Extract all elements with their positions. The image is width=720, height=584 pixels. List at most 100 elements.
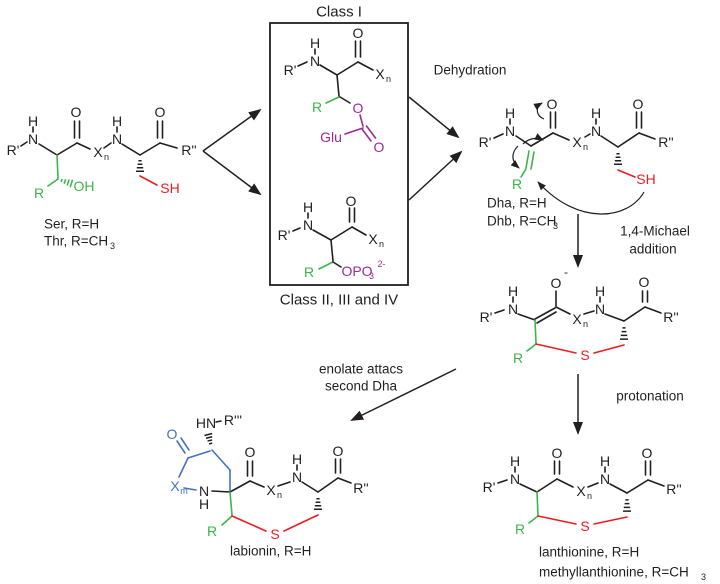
atom-label: R' [479, 134, 492, 150]
atom-label: 3 [369, 271, 374, 281]
bond [623, 306, 646, 322]
bond [497, 479, 508, 484]
dehydration-label: Dehydration [434, 63, 507, 78]
bond [535, 343, 577, 354]
bond [139, 142, 161, 156]
atom-label: S [580, 518, 589, 534]
atom-label: O [642, 445, 653, 461]
to-dha-arrow-top [408, 96, 460, 139]
atom-label: O [245, 444, 256, 460]
hash-wedge-tick [63, 178, 67, 185]
atom-label: R'' [353, 480, 368, 496]
atom-label: H [595, 283, 605, 299]
atom-label: H [112, 113, 122, 129]
atom-label: SH [636, 171, 655, 187]
bond [301, 481, 319, 493]
bond [339, 96, 351, 104]
bond [361, 128, 372, 142]
enolate-attack-arrow [350, 368, 457, 421]
michael-label-line2: addition [629, 242, 676, 257]
bond [330, 239, 334, 262]
hash-wedge-tick [60, 178, 63, 183]
methyllanthionine-caption: methyllanthionine, R=CH [539, 565, 689, 580]
bond [332, 261, 342, 268]
atom-label: n [104, 152, 109, 162]
atom-label: R [304, 264, 314, 280]
atom-label: O [547, 96, 558, 112]
atom-label: O [167, 426, 178, 442]
atom-label: O [552, 445, 563, 461]
bond [536, 491, 539, 516]
branch-arrow-top [202, 108, 262, 152]
atom-label: R'' [663, 309, 678, 325]
bond [121, 143, 141, 156]
atom-label: R' [7, 142, 20, 158]
atom-label: n [386, 74, 391, 84]
atom-label: X [576, 483, 586, 499]
atom-label: R [312, 99, 322, 115]
bond [178, 457, 189, 478]
atom-label: n [379, 239, 384, 249]
bond [519, 483, 538, 493]
atom-label: N [112, 131, 122, 147]
bond [229, 480, 251, 493]
bond [617, 132, 640, 148]
hash-wedge-tick [207, 439, 213, 442]
bond [283, 514, 319, 532]
hash-wedge-tick [66, 179, 70, 186]
lanthionine-caption: lanthionine, R=H [539, 545, 639, 560]
bond [211, 490, 231, 493]
atom-label: R''' [224, 412, 242, 428]
bond [351, 226, 367, 236]
atom-label: R' [480, 309, 493, 325]
bond [103, 142, 112, 149]
atom-label: R' [278, 227, 291, 243]
bond [231, 515, 267, 532]
atom-label: R [207, 523, 217, 539]
bond [534, 319, 537, 344]
bond [229, 491, 233, 516]
atom-label: R [515, 521, 525, 537]
atom-label: O [71, 104, 82, 120]
atom-label: N [505, 123, 515, 139]
atom-label: O [353, 25, 364, 41]
hash-wedge-tick [205, 435, 213, 440]
methyllanthionine-caption-sub: 3 [701, 572, 706, 582]
atom-label: H [292, 451, 302, 467]
atom-label: X [170, 478, 180, 494]
atom-label: - [564, 265, 568, 279]
bond [365, 125, 377, 139]
atom-label: N [508, 301, 518, 317]
bond [555, 306, 571, 315]
bond [583, 310, 595, 315]
atom-label: HN [196, 415, 216, 431]
bond [56, 154, 59, 179]
thiol-curved-arrow [537, 181, 645, 215]
atom-label: O [633, 96, 644, 112]
bond [493, 133, 504, 139]
bond [297, 61, 308, 67]
atom-label: O [353, 100, 364, 116]
bond [292, 227, 301, 232]
atom-label: N [303, 217, 313, 233]
atom-label: N [310, 53, 320, 69]
bond [344, 127, 364, 135]
atom-label: SH [160, 180, 179, 196]
bond [604, 313, 625, 322]
bond [626, 479, 649, 494]
atom-label: H [600, 453, 610, 469]
bond [336, 74, 340, 97]
atom-label: n [277, 490, 282, 500]
atom-label: S [270, 526, 279, 542]
bond [20, 141, 28, 147]
atom-label: R'' [658, 134, 673, 150]
hash-wedge-tick [204, 432, 213, 437]
atom-label: O [346, 193, 357, 209]
atom-label: O [374, 139, 385, 155]
michael-label-line1: 1,4-Michael [620, 224, 690, 239]
atom-label: N [600, 471, 610, 487]
enolate-attack-label-line2: second Dha [325, 379, 398, 394]
bond [600, 135, 619, 148]
